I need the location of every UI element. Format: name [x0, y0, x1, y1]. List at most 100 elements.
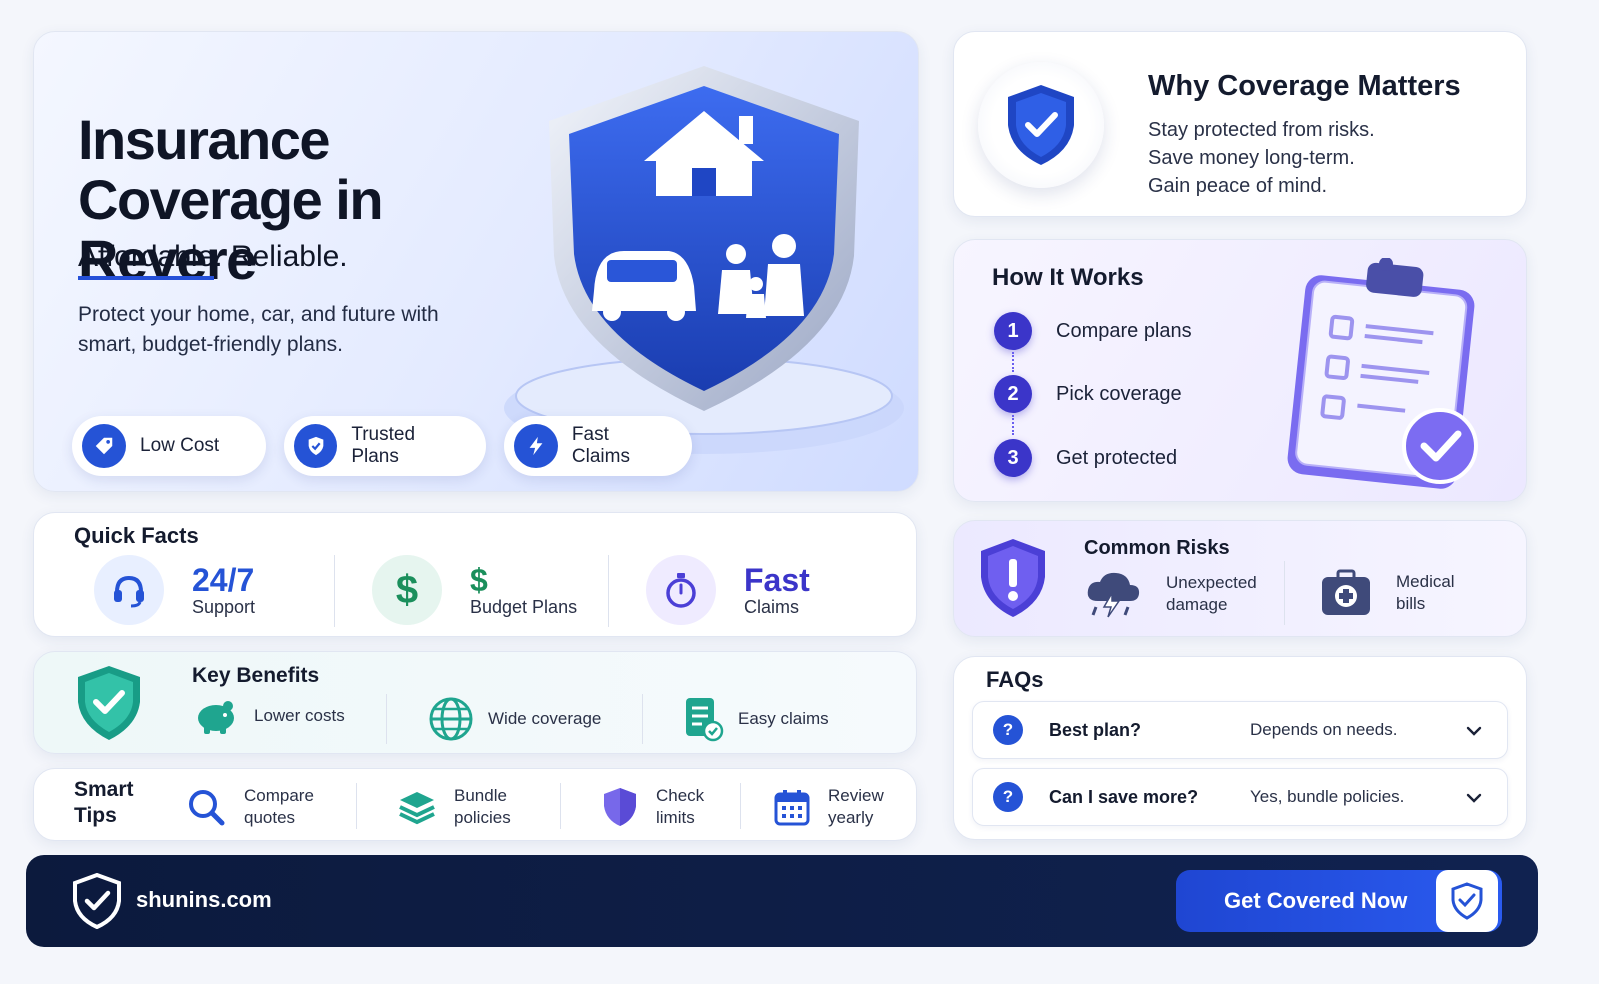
divider [386, 694, 387, 744]
storm-cloud-icon [1087, 572, 1140, 618]
why-line: Stay protected from risks. [1148, 119, 1375, 141]
facts-title: Quick Facts [74, 523, 199, 548]
step-number: 1 [994, 312, 1032, 350]
chevron-down-icon[interactable] [1465, 789, 1483, 807]
hero-tagline: Affordable. Reliable. [78, 240, 348, 280]
risk-line: Unexpected [1166, 573, 1257, 592]
pill-fast-claims[interactable]: Fast Claims [504, 416, 692, 476]
faq-item-save-more[interactable]: ? Can I save more? Yes, bundle policies. [972, 768, 1508, 826]
footer-bar: shunins.com Get Covered Now [26, 855, 1538, 947]
fact-fast-claims: Fast Claims [646, 555, 810, 625]
piggy-bank-icon [198, 701, 234, 734]
calendar-icon [774, 790, 810, 826]
stopwatch-icon [646, 555, 716, 625]
tagline-affordable: Affordable [78, 240, 215, 280]
benefit-label: Wide coverage [488, 709, 602, 728]
shield-logo-icon [73, 873, 121, 929]
document-check-icon [686, 698, 724, 742]
tip-line: Compare [244, 786, 314, 805]
shield-check-icon [78, 666, 140, 740]
divider [608, 555, 609, 627]
step-connector [1012, 352, 1014, 372]
question-icon: ? [993, 715, 1023, 745]
cta-label: Get Covered Now [1224, 888, 1408, 913]
divider [642, 694, 643, 744]
tips-title: Smart Tips [74, 778, 134, 827]
shield-check-icon [1436, 870, 1498, 932]
tip-line: Review [828, 786, 884, 805]
dollar-icon: $ [372, 555, 442, 625]
step-number: 3 [994, 439, 1032, 477]
question-icon: ? [993, 782, 1023, 812]
fact-value: 24/7 [192, 561, 255, 598]
faq-question: Can I save more? [1049, 786, 1199, 807]
fact-budget: $ $ Budget Plans [372, 555, 577, 625]
step-number: 2 [994, 375, 1032, 413]
faq-answer: Yes, bundle policies. [1250, 787, 1405, 806]
risk-line: bills [1396, 594, 1426, 613]
get-covered-button[interactable]: Get Covered Now [1176, 870, 1502, 932]
divider [1284, 561, 1285, 625]
page-title: Insurance Coverage in Revere [78, 108, 384, 291]
tip-line: quotes [244, 808, 296, 827]
why-coverage-card: Why Coverage Matters Stay protected from… [953, 31, 1527, 217]
risk-unexpected-damage: Unexpected damage [1084, 569, 1257, 619]
layers-icon [399, 792, 435, 825]
how-it-works-card: How It Works 1 Compare plans 2 Pick cove… [953, 239, 1527, 502]
shield-icon [604, 788, 636, 826]
tip-compare-quotes: Compare quotes [186, 785, 314, 829]
faq-item-best-plan[interactable]: ? Best plan? Depends on needs. [972, 701, 1508, 759]
risk-line: damage [1166, 595, 1228, 614]
pill-low-cost[interactable]: Low Cost [72, 416, 266, 476]
tip-line: policies [454, 808, 511, 827]
lightning-icon [514, 424, 558, 468]
faqs-title: FAQs [986, 667, 1044, 692]
search-icon [189, 790, 225, 826]
headset-icon [94, 555, 164, 625]
faq-question: Best plan? [1049, 719, 1142, 740]
shield-badge [978, 62, 1104, 188]
step-2: 2 Pick coverage [994, 375, 1182, 413]
tip-check-limits: Check limits [602, 785, 704, 829]
warning-shield-icon [981, 539, 1045, 617]
fact-value: Fast [744, 561, 810, 598]
tip-line: Check [656, 786, 705, 805]
hero-card: Insurance Coverage in Revere Affordable.… [33, 31, 919, 492]
globe-icon [429, 697, 473, 741]
fact-label: Budget Plans [470, 596, 578, 617]
chevron-down-icon[interactable] [1465, 722, 1483, 740]
benefit-lower-costs: Lower costs [192, 696, 345, 736]
benefit-label: Lower costs [254, 706, 345, 725]
tip-line: limits [656, 808, 695, 827]
benefits-title: Key Benefits [192, 664, 320, 687]
faqs-card: FAQs ? Best plan? Depends on needs. ? Ca… [953, 656, 1527, 840]
pill-trusted-plans[interactable]: Trusted Plans [284, 416, 486, 476]
footer-domain[interactable]: shunins.com [136, 887, 272, 912]
pill-label: Low Cost [140, 435, 220, 456]
why-title: Why Coverage Matters [1148, 70, 1461, 102]
step-3: 3 Get protected [994, 439, 1177, 477]
divider [334, 555, 335, 627]
why-line: Save money long-term. [1148, 147, 1355, 169]
faq-answer: Depends on needs. [1250, 720, 1398, 739]
why-lines: Stay protected from risks. Save money lo… [1148, 116, 1375, 200]
fact-support: 24/7 Support [94, 555, 255, 625]
step-label: Get protected [1056, 446, 1178, 469]
divider [560, 783, 561, 829]
step-connector [1012, 415, 1014, 435]
benefit-wide-coverage: Wide coverage [428, 696, 601, 742]
risks-title: Common Risks [1084, 537, 1230, 559]
pill-label: Trusted Plans [351, 424, 416, 467]
divider [740, 783, 741, 829]
fact-label: Claims [744, 596, 800, 617]
step-label: Pick coverage [1056, 382, 1182, 405]
key-benefits-card: Key Benefits Lower costs Wide coverage E… [33, 651, 917, 754]
why-line: Gain peace of mind. [1148, 175, 1327, 197]
tip-review-yearly: Review yearly [774, 785, 884, 829]
how-title: How It Works [992, 264, 1144, 291]
tip-line: yearly [828, 808, 874, 827]
tip-line: Bundle [454, 786, 507, 805]
